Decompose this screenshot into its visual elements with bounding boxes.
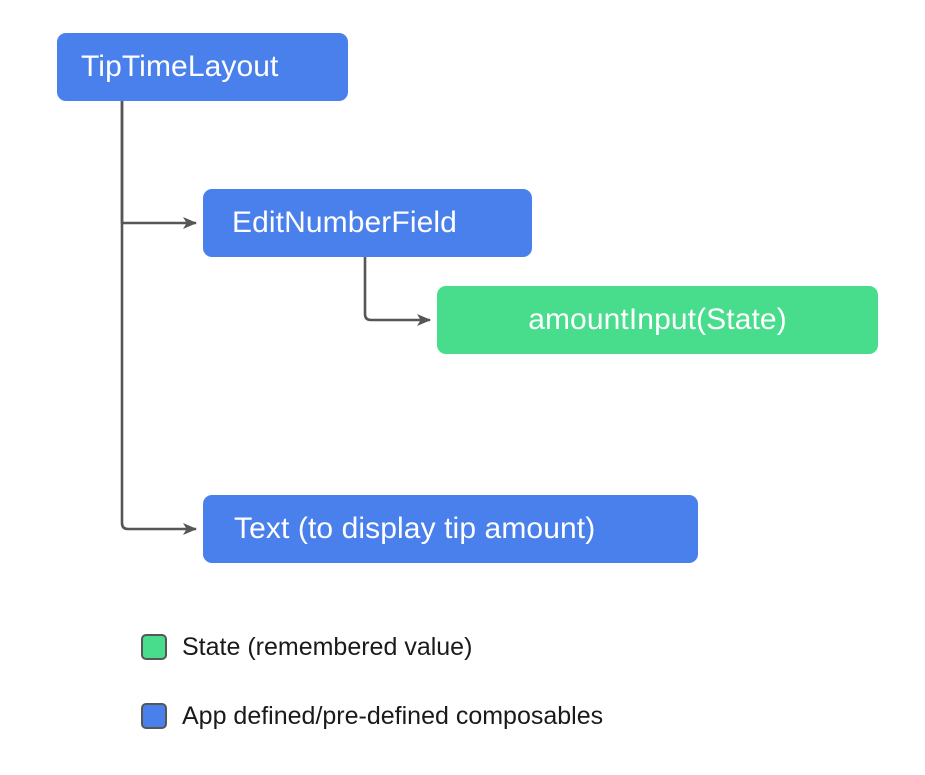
node-text-tip-amount-label: Text (to display tip amount) [234,512,596,545]
node-editnumberfield-label: EditNumberField [232,206,457,239]
legend-swatch-composables-icon [141,703,167,729]
legend-item-state-label: State (remembered value) [182,632,473,661]
edge-editnumberfield-to-amountinput [363,257,431,326]
node-editnumberfield[interactable]: EditNumberField [203,189,532,257]
node-tiptimelayout-label: TipTimeLayout [81,50,279,83]
node-amountinput-label: amountInput(State) [528,303,787,336]
node-text-tip-amount[interactable]: Text (to display tip amount) [203,495,698,563]
node-tiptimelayout[interactable]: TipTimeLayout [57,33,348,101]
legend: State (remembered value) App defined/pre… [141,627,603,736]
node-amountinput-state[interactable]: amountInput(State) [437,286,878,354]
legend-swatch-state-icon [141,634,167,660]
edge-tiptimelayout-to-text [120,101,197,535]
legend-item-state: State (remembered value) [141,627,603,667]
legend-item-composables-label: App defined/pre-defined composables [182,701,604,730]
edge-tiptimelayout-to-editnumberfield [120,101,197,229]
legend-item-composables: App defined/pre-defined composables [141,696,603,736]
